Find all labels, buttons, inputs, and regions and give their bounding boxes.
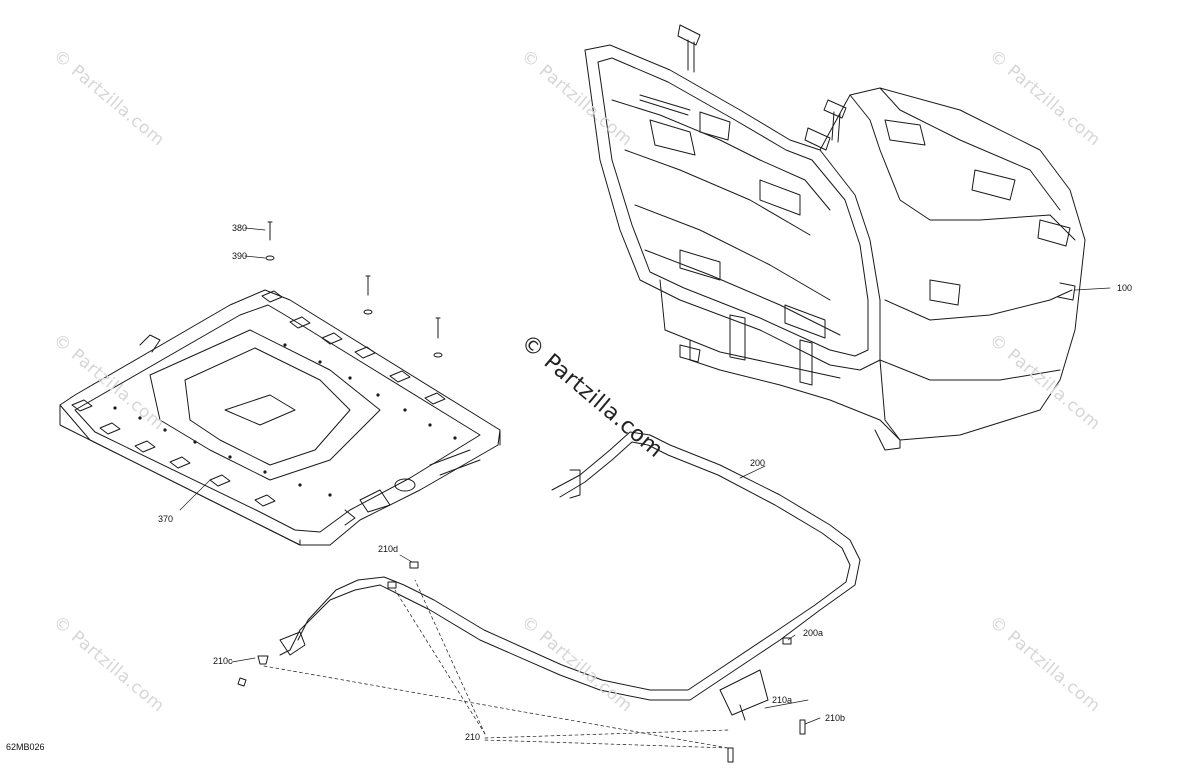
rail-part-200 [279,431,861,721]
leader-lines [179,227,1111,749]
part-label-210b: 210b [825,713,846,723]
part-label-200: 200 [750,458,766,468]
diagram-code: 62MB026 [6,742,45,752]
part-label-100: 100 [1117,283,1133,293]
storage-box-part-100 [584,24,1086,451]
part-label-380: 380 [232,223,248,233]
part-label-210a: 210a [772,695,793,705]
part-label-200a: 200a [803,628,824,638]
part-label-390: 390 [232,251,248,261]
mounting-plate-part-370 [59,221,501,546]
part-label-210c: 210c [213,656,233,666]
part-label-210d: 210d [378,544,399,554]
part-label-210: 210 [465,732,481,742]
fasteners-part-210 [237,561,806,763]
part-label-370: 370 [158,514,174,524]
